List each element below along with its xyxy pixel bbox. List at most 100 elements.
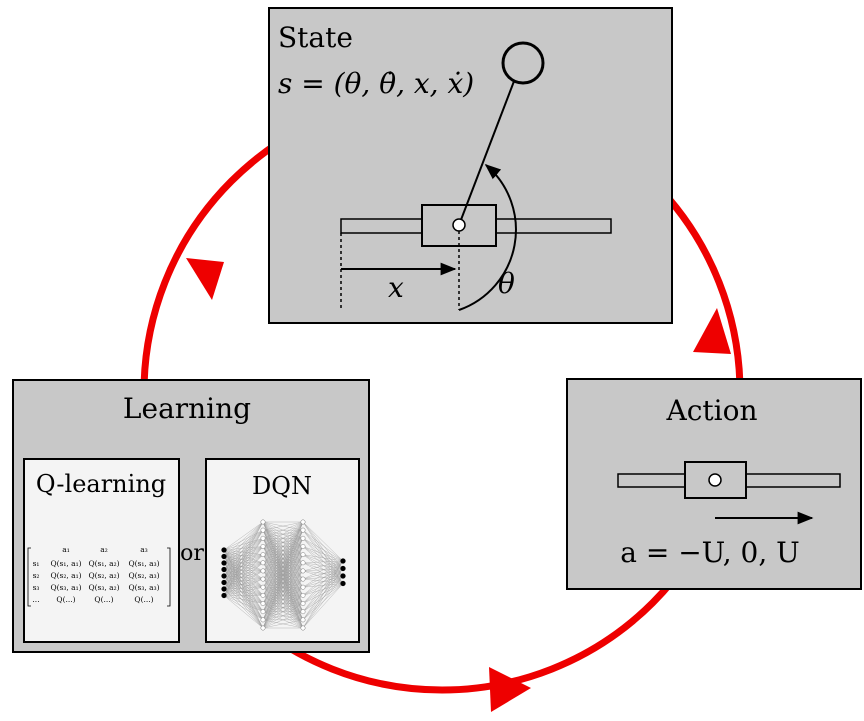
nn-node [300,560,306,566]
nn-edge [223,521,264,557]
q-row-label: ... [32,595,39,604]
nn-edge [262,521,304,588]
nn-edge [302,538,344,569]
nn-edge [223,538,264,596]
nn-edge [302,538,344,562]
state-title: State [278,21,353,54]
q-cell: Q(s₁, a₃) [128,559,159,568]
nn-edge [302,583,344,604]
nn-edge [223,546,264,551]
nn-edge [302,560,344,572]
nn-edge [262,521,304,531]
nn-edge [302,554,344,569]
q-cell: Q(s₁, a₁) [50,559,81,568]
cycle-arrow-bottom [489,667,531,712]
nn-node [340,558,346,564]
nn-edge [223,530,264,583]
nn-edge [302,568,344,588]
q-col-header: a₂ [100,545,107,554]
nn-edge [262,546,304,629]
nn-edge [302,575,344,612]
q-col-header: a₁ [62,545,69,554]
nn-edge [262,578,304,629]
nn-edge [262,570,304,629]
nn-edge [223,538,264,570]
nn-node [221,560,227,566]
q-table: a₁ a₂ a₃ s₁ Q(s₁, a₁) Q(s₁, a₂) Q(s₁, a₃… [32,545,159,604]
nn-edge [223,595,264,612]
nn-edge [223,546,264,577]
nn-edge [262,587,304,629]
q-table-left-bracket [27,547,31,607]
nn-edge [302,568,344,604]
q-cell: Q(s₃, a₃) [128,583,159,592]
nn-edge [262,554,304,629]
nn-node [221,586,227,592]
nn-node [260,552,266,558]
nn-edge [262,521,304,604]
q-cell: Q(s₃, a₂) [88,583,119,592]
nn-node [260,519,266,525]
nn-edge [262,530,304,629]
nn-edge [302,583,344,612]
nn-edge [223,530,264,577]
nn-edge [302,560,344,629]
nn-edge [302,583,344,620]
nn-edge [262,611,304,629]
theta-arc [458,163,517,311]
learning-panel: Learning Q-learning a₁ a₂ a₃ s₁ Q(s₁, a₁… [12,379,370,653]
nn-edge [302,521,344,577]
nn-edge [262,521,304,580]
nn-node [221,566,227,573]
nn-edge [302,583,344,588]
state-equation: s = (θ, θ̇, x, ẋ) [278,67,474,100]
theta-label: θ [498,267,515,300]
pendulum-bob [501,41,545,85]
nn-edge [223,546,264,590]
nn-edge [223,538,264,564]
nn-node [300,576,306,582]
nn-edge [302,554,344,562]
nn-node [260,576,266,582]
nn-node [221,547,227,553]
nn-edge [223,587,264,596]
nn-edge [302,568,344,580]
nn-edge [223,521,264,570]
nn-edge [262,521,304,572]
nn-edge [302,568,344,612]
nn-edge [262,521,304,612]
nn-edge [223,546,264,570]
nn-node [260,609,266,615]
action-equation: a = −U, 0, U [620,536,799,569]
nn-edge [302,575,344,580]
nn-edge [223,521,264,596]
nn-edge [262,521,304,620]
nn-node [260,592,266,598]
q-row-label: s₃ [33,583,40,592]
state-panel: State s = (θ, θ̇, x, ẋ) θ x [268,7,673,324]
nn-edge [223,538,264,590]
nn-edge [302,575,344,596]
nn-edge [262,521,304,555]
nn-edge [223,521,264,564]
nn-edge [302,530,344,577]
nn-node [260,568,266,574]
nn-node [221,553,227,560]
nn-edge [302,560,344,588]
q-table-right-bracket [167,547,171,607]
nn-node [260,544,266,549]
nn-node [260,617,266,623]
nn-edge [302,560,344,604]
nn-edge [302,546,344,562]
nn-node [300,625,306,631]
nn-edge [302,575,344,620]
nn-edge [302,560,344,563]
nn-edge [223,530,264,596]
cycle-arrow-right [693,308,731,354]
nn-edge [223,538,264,577]
nn-edge [223,554,264,596]
nn-node [260,560,266,566]
nn-node [340,573,346,579]
or-text: or [180,541,204,566]
